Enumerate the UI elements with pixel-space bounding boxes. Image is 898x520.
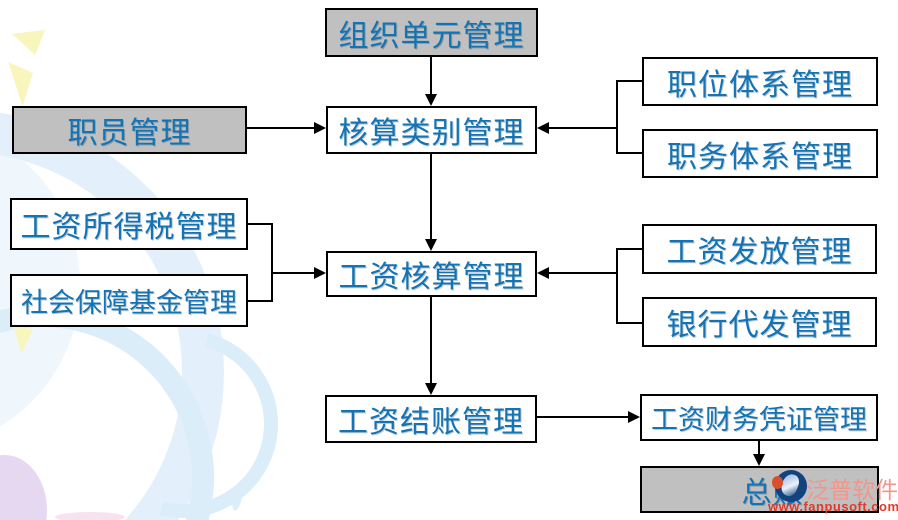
node-organization-unit-mgmt: 组织单元管理 (325, 8, 538, 57)
fanpu-logo-icon (772, 470, 807, 502)
node-bank-agent-payment-mgmt: 银行代发管理 (642, 297, 877, 347)
node-payroll-voucher-mgmt: 工资财务凭证管理 (640, 394, 878, 441)
bracket-left-lower-line (248, 300, 273, 302)
bracket-right-mid-lower-line (616, 322, 642, 324)
watermark-url: www.fanpusoft.com (768, 499, 898, 514)
bracket-right-top-upper-line (616, 80, 642, 82)
edge-payment-payroll-line (549, 272, 616, 274)
node-position-system-mgmt: 职位体系管理 (642, 57, 878, 106)
decor-yellow-triangle-2 (8, 62, 33, 106)
edge-voucher-ledger-arrowhead-icon (753, 454, 765, 466)
edge-payment-payroll-arrowhead-icon (537, 267, 549, 279)
edge-systems-category-line (549, 127, 616, 129)
bracket-right-top-lower-line (616, 152, 642, 154)
edge-orgunit-category-arrowhead-icon (425, 94, 437, 106)
node-staff-mgmt: 职员管理 (12, 106, 247, 154)
edge-payroll-settlement-line (430, 297, 432, 383)
edge-staff-category-line (247, 127, 314, 129)
edge-settlement-voucher-arrowhead-icon (628, 411, 640, 423)
edge-category-payroll-line (430, 154, 432, 239)
edge-payroll-settlement-arrowhead-icon (425, 383, 437, 395)
node-income-tax-mgmt: 工资所得税管理 (10, 198, 248, 250)
watermark-brand: 泛普软件 (806, 478, 898, 504)
edge-systems-category-arrowhead-icon (537, 122, 549, 134)
bracket-right-top-vertical-line (616, 80, 618, 154)
node-payroll-accounting-mgmt: 工资核算管理 (326, 251, 537, 297)
edge-settlement-voucher-line (537, 416, 628, 418)
edge-taxfund-payroll-line (273, 272, 314, 274)
bracket-right-mid-upper-line (616, 248, 642, 250)
edge-category-payroll-arrowhead-icon (425, 239, 437, 251)
node-accounting-category-mgmt: 核算类别管理 (326, 106, 537, 154)
edge-orgunit-category-line (430, 57, 432, 94)
node-social-security-fund-mgmt: 社会保障基金管理 (10, 274, 248, 327)
bracket-right-mid-vertical-line (616, 248, 618, 324)
node-payroll-settlement-mgmt: 工资结账管理 (325, 395, 537, 443)
bracket-left-upper-line (248, 223, 273, 225)
edge-taxfund-payroll-arrowhead-icon (314, 267, 326, 279)
decor-pink-dot (55, 512, 125, 520)
edge-voucher-ledger-line (758, 441, 760, 454)
bracket-left-vertical-line (271, 223, 273, 302)
node-payroll-payment-mgmt: 工资发放管理 (642, 224, 877, 274)
node-job-system-mgmt: 职务体系管理 (642, 129, 878, 178)
edge-staff-category-arrowhead-icon (314, 122, 326, 134)
decor-yellow-triangle-1 (12, 30, 45, 55)
